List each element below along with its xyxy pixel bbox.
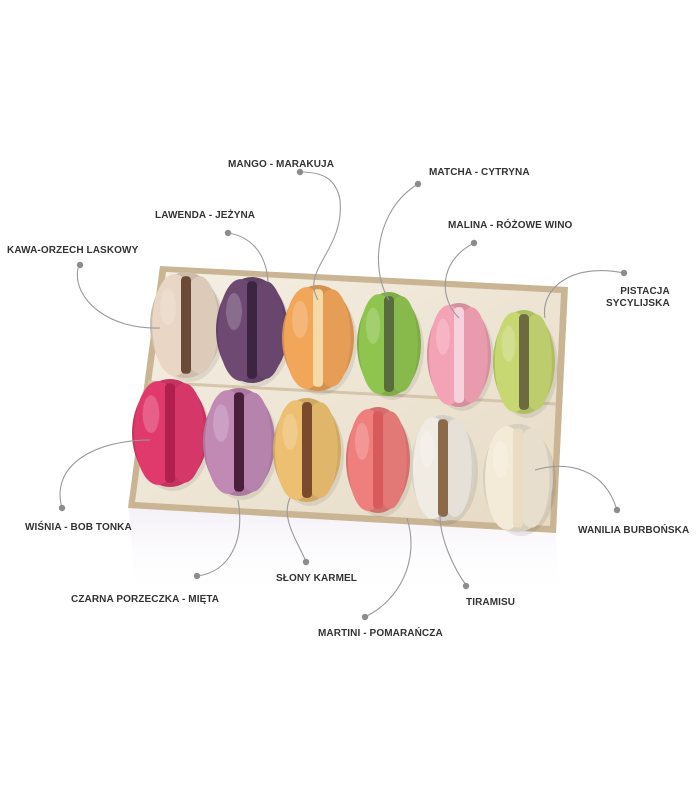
leader-dot-icon	[470, 239, 478, 247]
leader-karmel	[286, 497, 310, 566]
leader-tiramisu	[439, 514, 470, 590]
label-kawa-orzech-laskowy: KAWA-ORZECH LASKOWY	[7, 245, 139, 256]
label-slony-karmel: SŁONY KARMEL	[276, 573, 358, 584]
macaron-martini	[346, 407, 413, 517]
leader-kawa	[76, 261, 161, 329]
macaron-malina	[427, 303, 494, 411]
leader-dot-icon	[58, 504, 66, 512]
leader-dot-icon	[361, 613, 369, 621]
label-pistacja-line1: PISTACJA	[620, 286, 670, 297]
leader-dot-icon	[462, 582, 470, 590]
label-tiramisu: TIRAMISU	[466, 597, 516, 608]
macaron-wanilia	[483, 424, 556, 536]
label-wanilia-burbonska: WANILIA BURBOŃSKA	[578, 525, 690, 536]
macarons-layer	[132, 272, 558, 536]
leader-wanilia	[534, 465, 621, 514]
label-martini-pomarancza: MARTINI - POMARAŃCZA	[318, 628, 443, 639]
leader-lawenda	[224, 229, 269, 283]
macaron-lawenda	[216, 277, 291, 387]
macaron-mango	[282, 285, 357, 395]
leader-martini	[361, 517, 412, 621]
leader-mango	[296, 168, 341, 301]
macaron-matcha	[357, 292, 424, 400]
leader-dot-icon	[224, 229, 232, 237]
box-divider	[147, 380, 557, 406]
leader-matcha	[377, 180, 422, 301]
macaron-kawa	[150, 272, 225, 382]
leader-lines-layer	[58, 168, 628, 621]
leader-malina	[444, 239, 478, 319]
macaron-pistacja	[493, 310, 558, 418]
macaron-karmel	[273, 398, 344, 506]
leader-dot-icon	[414, 180, 422, 188]
label-wisnia-bob-tonka: WIŚNIA - BOB TONKA	[25, 522, 132, 533]
macaron-porzeczka	[203, 388, 278, 500]
label-pistacja-sycylijska: PISTACJA SYCYLIJSKA	[606, 286, 670, 310]
leader-wisnia	[58, 439, 151, 512]
label-malina-rozowe-wino: MALINA - RÓŻOWE WINO	[448, 220, 573, 231]
leader-dot-icon	[613, 506, 621, 514]
leader-pistacja	[543, 269, 628, 319]
label-lawenda-jezyna: LAWENDA - JEŻYNA	[155, 210, 256, 221]
leader-dot-icon	[76, 261, 84, 269]
leader-dot-icon	[193, 572, 201, 580]
leader-dot-icon	[620, 269, 628, 277]
leader-dot-icon	[302, 558, 310, 566]
macaron-wisnia	[132, 379, 211, 491]
label-matcha-cytryna: MATCHA - CYTRYNA	[429, 167, 530, 178]
label-mango-marakuja: MANGO - MARAKUJA	[228, 159, 335, 170]
leader-porzeczka	[193, 499, 241, 580]
leader-dot-icon	[296, 168, 304, 176]
label-czarna-porzeczka-mieta: CZARNA PORZECZKA - MIĘTA	[71, 594, 220, 605]
macaron-tiramisu	[411, 415, 478, 525]
label-pistacja-line2: SYCYLIJSKA	[606, 298, 670, 309]
